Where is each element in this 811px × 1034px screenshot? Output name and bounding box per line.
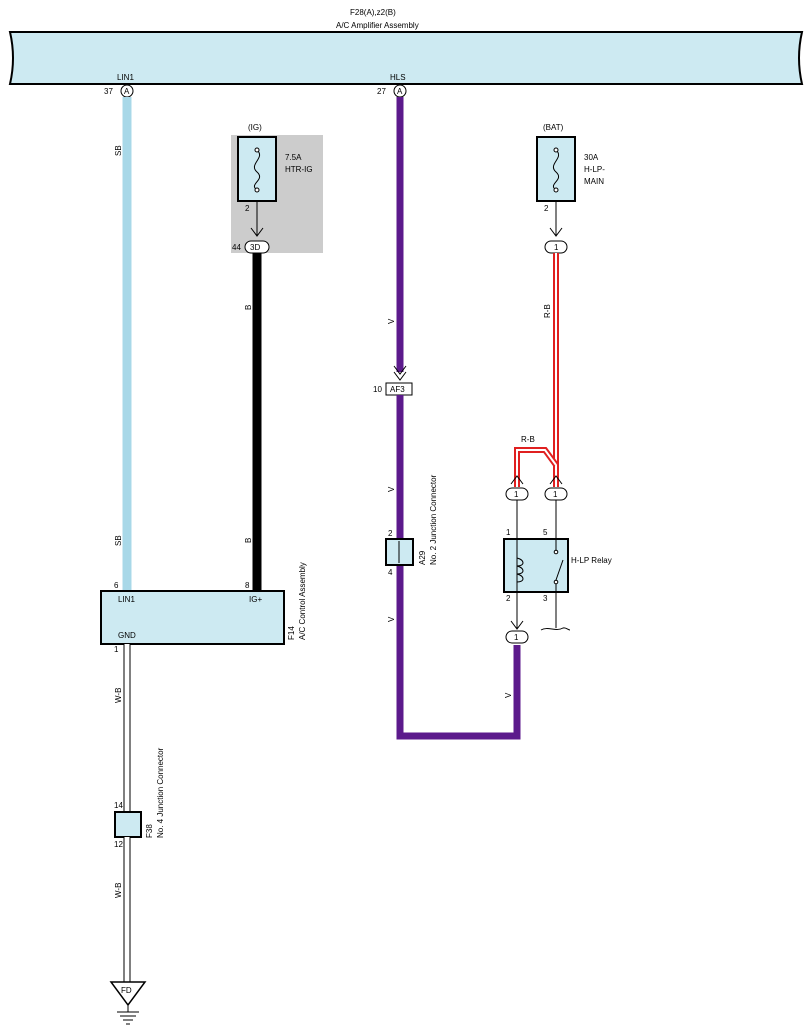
a29-pin-bottom: 4 [388, 568, 393, 577]
af3-pin: 10 [373, 385, 382, 394]
wire-v-label-1: V [387, 318, 396, 324]
af3-label: AF3 [390, 385, 405, 394]
relay-pin2: 2 [506, 594, 511, 603]
relay-pin1-arrow-icon [510, 475, 524, 485]
amp-lin1-label: LIN1 [117, 73, 134, 82]
af3-arrow-icon [393, 365, 407, 381]
ctrl-id: F14 [287, 626, 296, 640]
ctrl-gnd-label: GND [118, 631, 136, 640]
ctrl-pin-ig: 8 [245, 581, 250, 590]
wire-rb-label-branch: R-B [521, 435, 535, 444]
ctrl-pin-lin1: 6 [114, 581, 119, 590]
ctrl-lin1-label: LIN1 [118, 595, 135, 604]
ctrl-igplus-label: IG+ [249, 595, 262, 604]
bat-supply-label: (BAT) [543, 123, 564, 132]
hlp-main-name-2: MAIN [584, 177, 604, 186]
f38-pin-top: 14 [114, 801, 123, 810]
wire-sb-label-bottom: SB [114, 535, 123, 546]
amplifier-assembly-box [8, 31, 804, 85]
relay-coil-icon [516, 557, 524, 583]
wire-v-label-4: V [504, 692, 513, 698]
relay-pin5-arrow-icon [549, 475, 563, 485]
wire-v-label-2: V [387, 486, 396, 492]
jc-3d-label: 3D [250, 243, 260, 252]
relay-jc3-label: 1 [514, 633, 519, 642]
hlp-main-name-1: H-LP- [584, 165, 605, 174]
ground-fd-triangle-icon [109, 981, 147, 1007]
wire-b-label-top: B [244, 305, 253, 310]
amp-hls-connector-label: A [397, 87, 403, 96]
htr-ig-arrow-icon [250, 227, 264, 237]
wire-v-label-3: V [387, 616, 396, 622]
f38-pin-bottom: 12 [114, 840, 123, 849]
a29-name: No. 2 Junction Connector [429, 474, 438, 565]
amplifier-id: F28(A),z2(B) [350, 8, 396, 17]
amp-hls-label: HLS [390, 73, 406, 82]
ig-supply-label: (IG) [248, 123, 262, 132]
amp-hls-pin: 27 [377, 87, 386, 96]
htr-ig-pin: 2 [245, 204, 250, 213]
a29-pin-top: 2 [388, 529, 393, 538]
wire-wb-label-top: W-B [114, 688, 123, 703]
jc-3d-pin: 44 [232, 243, 241, 252]
f38-name: No. 4 Junction Connector [156, 747, 165, 838]
hlp-relay-box [503, 538, 569, 593]
ground-label: FD [121, 986, 132, 995]
wire-wb-label-bottom: W-B [114, 883, 123, 898]
wire-rb-label-vertical: R-B [543, 304, 552, 318]
relay-pin5: 5 [543, 528, 548, 537]
relay-pin3: 3 [543, 594, 548, 603]
relay-name: H-LP Relay [571, 556, 612, 565]
ctrl-pin-gnd: 1 [114, 645, 119, 654]
amp-lin1-pin: 37 [104, 87, 113, 96]
relay-jc2-label: 1 [553, 490, 558, 499]
htr-ig-rating: 7.5A [285, 153, 302, 162]
amplifier-name: A/C Amplifier Assembly [336, 21, 419, 30]
htr-ig-fuse-icon [253, 149, 261, 191]
wire-sb-label-top: SB [114, 145, 123, 156]
relay-jc3-connector [505, 630, 529, 644]
relay-switch-icon [555, 559, 564, 581]
relay-pin1: 1 [506, 528, 511, 537]
amp-lin1-connector-label: A [124, 87, 130, 96]
hlp-main-arrow-icon [549, 227, 563, 237]
ctrl-name: A/C Control Assembly [298, 562, 307, 640]
f38-id: F38 [145, 824, 154, 838]
htr-ig-name: HTR-IG [285, 165, 313, 174]
ac-control-assembly-box [100, 590, 285, 645]
relay-pin3-continuation-icon [540, 627, 571, 631]
hlp-main-pin: 2 [544, 204, 549, 213]
relay-pin2-arrow-icon [510, 620, 524, 630]
f38-junction-box [114, 811, 142, 838]
relay-jc1-label: 1 [514, 490, 519, 499]
wire-b-label-bottom: B [244, 538, 253, 543]
jc-bat-label: 1 [554, 243, 559, 252]
a29-id: A29 [418, 550, 427, 565]
hlp-main-fuse-icon [552, 149, 560, 191]
hlp-main-rating: 30A [584, 153, 599, 162]
